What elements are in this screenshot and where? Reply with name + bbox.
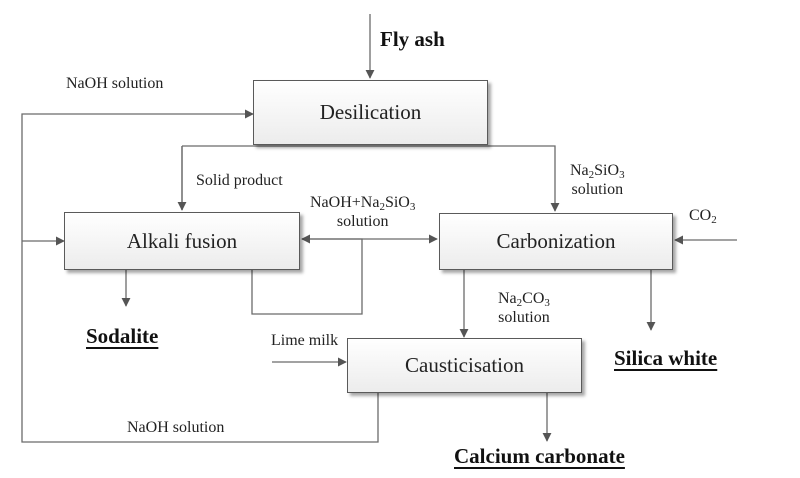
na2sio3-s1: 2 bbox=[588, 169, 595, 181]
na2sio3-formula: Na2SiO3 bbox=[570, 161, 625, 181]
alkali-fusion-return-loop bbox=[251, 234, 363, 315]
naoh-na2sio3-formula: NaOH+Na2SiO3 bbox=[310, 193, 416, 213]
na2co3-p2: CO bbox=[522, 290, 545, 307]
co2-label: CO2 bbox=[689, 206, 717, 226]
na2sio3-s2: 3 bbox=[619, 169, 625, 181]
naoh-na2sio3-solution-word: solution bbox=[336, 213, 389, 230]
fly-ash-label: Fly ash bbox=[380, 27, 445, 51]
co2-base: CO bbox=[689, 207, 712, 224]
causticisation-label: Causticisation bbox=[405, 353, 524, 377]
naoh-na2sio3-s2: 3 bbox=[409, 201, 416, 213]
naoh-na2sio3-solution-label: NaOH+Na2SiO3 solution bbox=[310, 193, 415, 231]
na2sio3-p1: Na bbox=[570, 162, 589, 179]
na2co3-p1: Na bbox=[498, 290, 517, 307]
na2co3-solution-label: Na2CO3 solution bbox=[498, 289, 550, 327]
na2co3-s1: 2 bbox=[516, 297, 523, 309]
na2co3-solution-word: solution bbox=[498, 309, 550, 326]
co2-subscript: 2 bbox=[711, 214, 717, 226]
lime-milk-label: Lime milk bbox=[271, 332, 339, 349]
carbonization-box: Carbonization bbox=[439, 213, 673, 270]
na2co3-formula: Na2CO3 bbox=[498, 289, 550, 309]
naoh-na2sio3-s1: 2 bbox=[379, 201, 385, 213]
na2sio3-solution-word: solution bbox=[571, 181, 624, 198]
desilication-box: Desilication bbox=[253, 80, 488, 145]
silica-white-label: Silica white bbox=[614, 346, 718, 370]
naoh-solution-top-label: NaOH solution bbox=[66, 75, 164, 92]
calcium-carbonate-label: Calcium carbonate bbox=[454, 444, 625, 468]
na2co3-s2: 3 bbox=[544, 297, 550, 309]
alkali-fusion-label: Alkali fusion bbox=[126, 228, 238, 253]
naoh-recycle-line bbox=[21, 109, 379, 443]
na2sio3-line bbox=[182, 145, 560, 212]
carbonization-label: Carbonization bbox=[496, 229, 616, 253]
solid-product-label: Solid product bbox=[196, 172, 283, 189]
sodalite-label: Sodalite bbox=[86, 324, 159, 348]
naoh-solution-bottom-label: NaOH solution bbox=[127, 419, 225, 436]
naoh-na2sio3-p2: SiO bbox=[384, 194, 410, 211]
desilication-label: Desilication bbox=[319, 100, 422, 124]
causticisation-box: Causticisation bbox=[347, 338, 582, 393]
na2sio3-solution-label: Na2SiO3 solution bbox=[570, 161, 625, 199]
na2sio3-p2: SiO bbox=[594, 162, 620, 179]
naoh-na2sio3-p1: NaOH+Na bbox=[310, 194, 380, 211]
alkali-fusion-box: Alkali fusion bbox=[64, 212, 300, 270]
